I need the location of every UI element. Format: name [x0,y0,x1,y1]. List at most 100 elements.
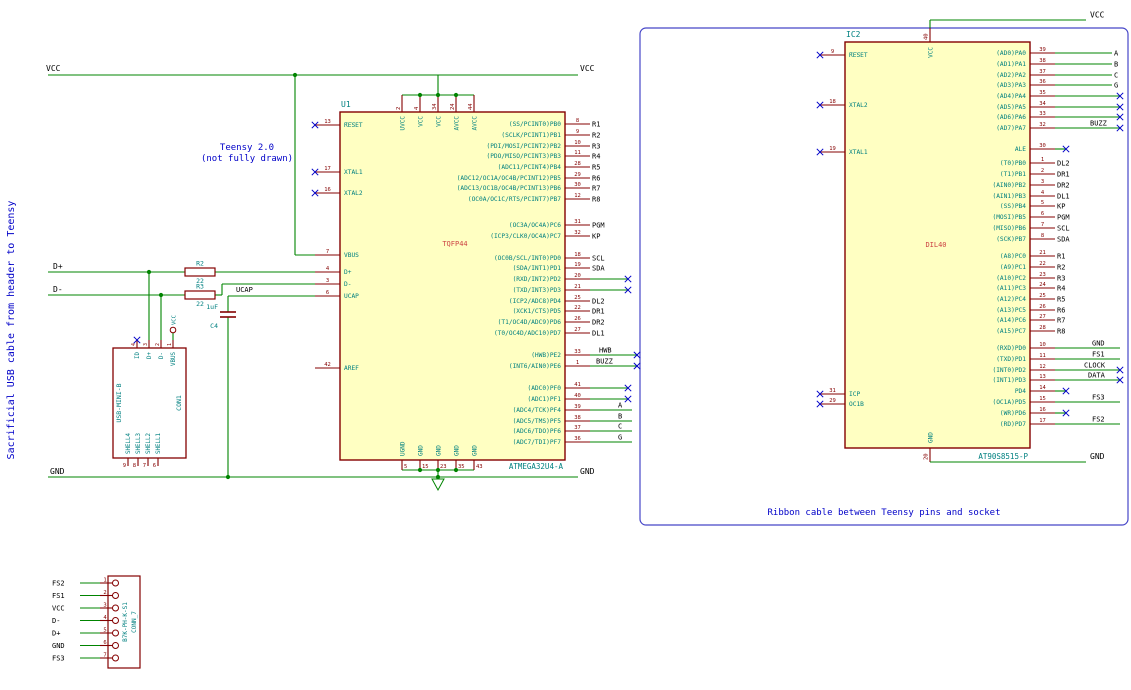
pin-name: (RXD/INT2)PD2 [513,276,562,283]
no-connect-x [816,148,824,156]
pin-name: (ADC0)PF0 [527,385,561,392]
no-connect-x [1062,145,1070,153]
net-label: CLOCK [1084,362,1106,370]
pin-number: 5 [404,464,407,470]
pin-number: 3 [103,603,106,609]
power-label-vcc: VCC [1090,11,1105,20]
net-label: KP [1057,203,1065,211]
pin-number: 1 [167,343,173,346]
pin-name: ALE [1015,146,1026,153]
pin-name: (T0)PB0 [1000,160,1026,167]
pin-number: 6 [326,290,329,296]
pin-number: 26 [574,316,581,322]
pin-number: 33 [1039,111,1046,117]
pin-number: 29 [829,398,836,404]
net-label: BUZZ [596,358,613,366]
pin-name: XTAL2 [849,102,868,109]
usb-value: USB-MINI-B [115,383,123,422]
net-label: R2 [1057,264,1065,272]
pin-number: 15 [422,464,429,470]
ic-footprint: TQFP44 [442,240,467,248]
pin-name: (A10)PC2 [996,275,1026,282]
pin-name: D- [344,281,351,288]
pin-number: 4 [131,343,137,346]
pin-name: RESET [849,52,868,59]
pin-name: (A9)PC1 [1000,264,1026,271]
note-teensy: (not fully drawn) [201,154,293,164]
pin-name: (A14)PC6 [996,317,1026,324]
pin-name: (HWB)PE2 [531,352,561,359]
capacitor-value: 1uF [206,303,218,311]
net-label: B [618,413,622,421]
pin-name: (SCLK/PCINT1)PB1 [501,132,561,139]
ic-reference: IC2 [846,30,861,39]
power-label-gnd: GND [580,467,595,476]
pin-name: (RXD)PD0 [996,345,1026,352]
net-label: R6 [592,175,600,183]
pin-name: PD4 [1015,388,1026,395]
pin-name: (ICP3/CLK0/OC4A)PC7 [490,233,561,240]
pin-name: (SCK)PB7 [996,236,1026,243]
pin-number: 13 [324,119,331,125]
net-label: R4 [592,153,600,161]
junction-dot [453,467,459,473]
no-connect-x [1062,387,1070,395]
pin-name: (ICP2/ADC8)PD4 [509,298,561,305]
net-label: R7 [1057,317,1065,325]
resistor-reference: R3 [196,283,204,291]
pin-name: (ADC12/OC1A/OC4B/PCINT12)PB5 [457,175,562,182]
pin-number: 15 [1039,396,1046,402]
net-label: DR2 [592,319,605,327]
pin-number: 11 [1039,353,1046,359]
vcc-power-symbol [169,326,177,334]
pin-number: 19 [829,146,836,152]
pin-number: 10 [1039,342,1046,348]
pin-number: 25 [1039,293,1046,299]
pin-number: 3 [143,343,149,346]
pin-name: (PDI/MOSI/PCINT2)PB2 [486,143,561,150]
pin-name: (XCK1/CTS)PD5 [513,308,562,315]
pin-name: (MOSI)PB5 [992,214,1026,221]
net-label: SDA [1057,236,1070,244]
pin-name: OC1B [849,401,864,408]
net-label: GND [52,642,65,650]
pin-number: 26 [1039,304,1046,310]
pin-number: 8 [133,463,136,469]
conn7-body [107,575,141,669]
net-label: R5 [592,164,600,172]
pin-number: 41 [574,382,581,388]
pin-name: (A11)PC3 [996,285,1026,292]
net-label: R3 [592,143,600,151]
net-label: PGM [1057,214,1070,222]
pin-name: SHELL3 [136,433,142,454]
pin-name: (ADC7/TDI)PF7 [513,439,562,446]
pin-number: 30 [1039,143,1046,149]
no-connect-x [624,384,632,392]
net-label-dplus: D+ [53,262,63,271]
net-label: VCC [52,605,65,613]
no-connect-x [633,362,641,370]
pin-number: 42 [324,362,331,368]
pin-name: (OC1A)PD5 [992,399,1026,406]
pin-name: VCC [436,116,443,127]
pin-name: (INT1)PD3 [992,377,1026,384]
pin-number: 11 [574,150,581,156]
ic-footprint: DIL40 [925,241,946,249]
pin-number: 4 [103,615,107,621]
pin-name: SHELL4 [126,433,132,454]
pin-number: 27 [574,327,581,333]
pin-name: (A15)PC7 [996,328,1026,335]
capacitor-reference: C4 [210,322,218,330]
pin-name: (RD)PD7 [1000,421,1026,428]
pin-number: 4 [414,106,420,110]
junction-dot [435,474,441,480]
pin-name: GND [472,445,479,456]
net-label: G [618,434,622,442]
no-connect-x [1116,92,1124,100]
pin-number: 5 [1041,200,1044,206]
pin-name: (INT0)PD2 [992,367,1026,374]
pin-name: XTAL2 [344,190,363,197]
net-label: FS2 [52,580,65,588]
no-connect-x [633,351,641,359]
